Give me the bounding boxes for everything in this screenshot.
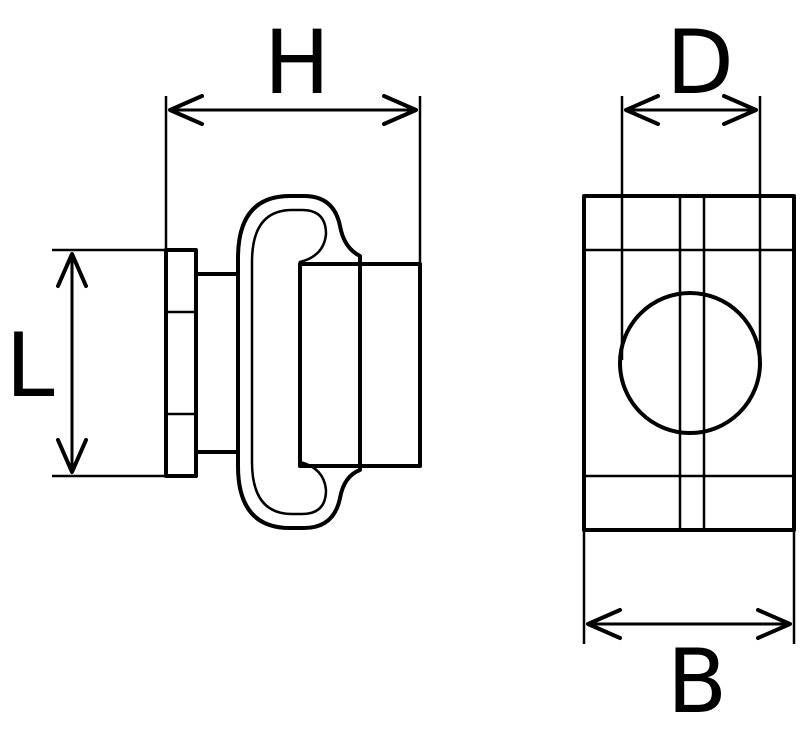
b-arrowhead-right — [756, 608, 792, 640]
dimension-l: L — [5, 248, 166, 478]
side-clamp-outer — [236, 194, 362, 530]
front-bore-circle — [618, 291, 762, 435]
h-label: H — [264, 11, 330, 114]
b-arrowhead-left — [586, 608, 622, 640]
h-arrowhead-left — [168, 94, 204, 126]
d-arrowhead-right — [722, 94, 758, 126]
d-label: D — [666, 11, 734, 114]
dimension-b: B — [582, 530, 796, 733]
dimension-h: H — [164, 11, 422, 264]
dimension-d: D — [620, 11, 762, 360]
l-arrowhead-top — [56, 252, 88, 288]
front-body — [582, 194, 796, 532]
side-holder-block — [298, 262, 422, 468]
side-clamp-inner — [250, 208, 328, 516]
side-base-plate — [164, 248, 198, 478]
side-view — [164, 194, 422, 530]
l-arrowhead-bottom — [56, 438, 88, 474]
side-neck — [194, 272, 240, 454]
l-label: L — [5, 314, 54, 417]
front-view — [582, 194, 796, 532]
b-label: B — [667, 630, 727, 733]
h-arrowhead-right — [382, 94, 418, 126]
d-arrowhead-left — [624, 94, 660, 126]
